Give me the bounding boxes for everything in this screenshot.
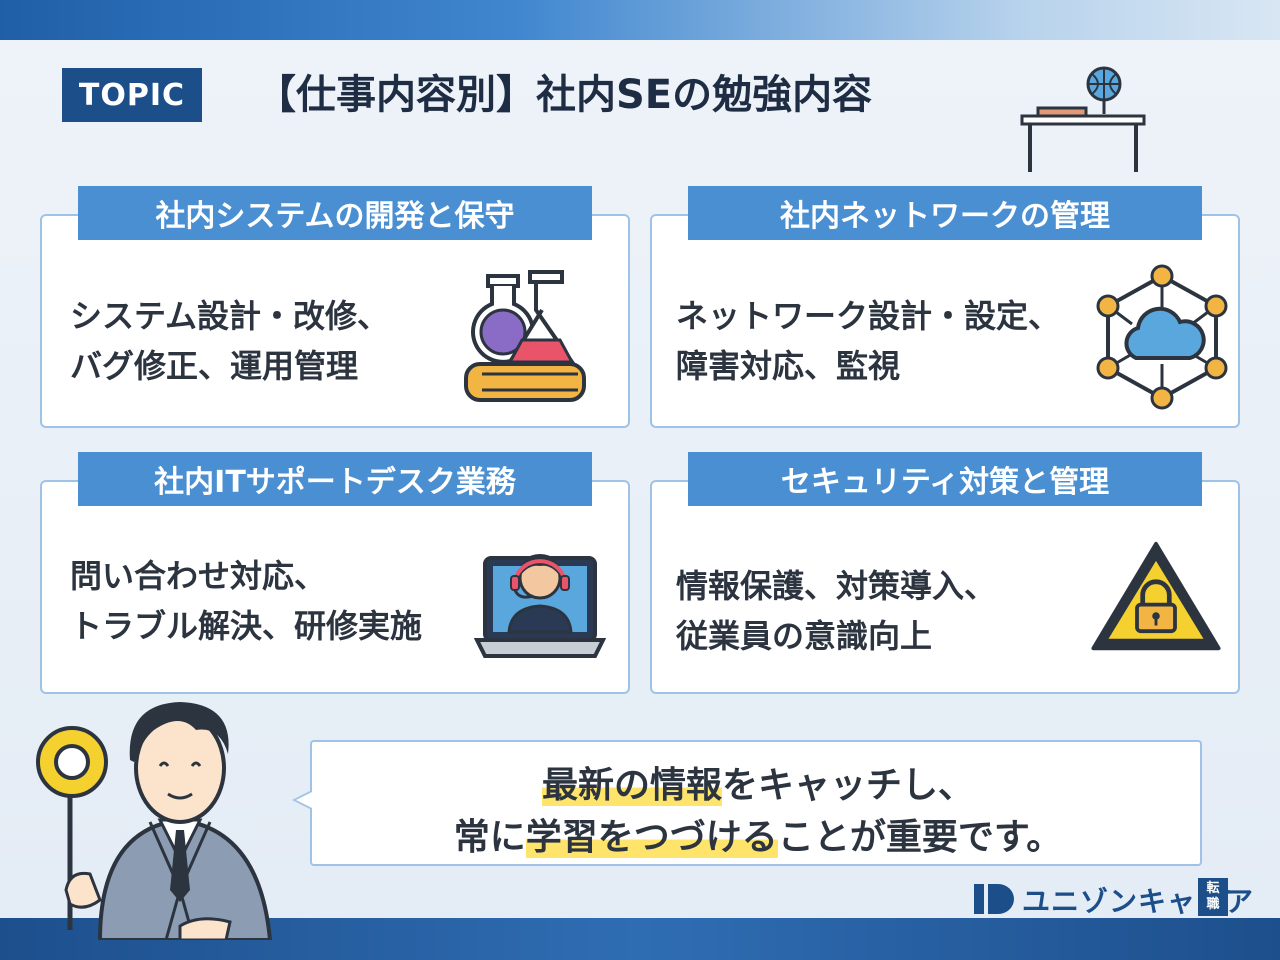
card-line: 従業員の意識向上 — [676, 617, 933, 655]
lab-flask-icon — [464, 270, 586, 402]
brand-logo-icon — [974, 884, 1014, 914]
businessman-illustration — [36, 702, 273, 940]
message-highlight: 学習をつづける — [525, 817, 778, 858]
warning-lock-icon — [1091, 541, 1221, 651]
topic-badge: TOPIC — [62, 68, 202, 122]
message-text: をキャッチし、 — [722, 765, 975, 806]
card-line: 問い合わせ対応、 — [70, 557, 327, 595]
card-line: システム設計・改修、 — [70, 297, 390, 335]
top-gradient-band — [0, 0, 1280, 40]
message-line-2: 常に学習をつづけることが重要です。 — [312, 808, 1204, 860]
brand-tag-bottom: 職 — [1206, 897, 1220, 912]
desk-globe-icon — [1020, 66, 1146, 172]
card-line: バグ修正、運用管理 — [70, 347, 359, 385]
message-highlight: 最新の情報 — [541, 765, 722, 806]
card-title: 社内ネットワークの管理 — [688, 186, 1202, 240]
message-line-1: 最新の情報をキャッチし、 — [312, 756, 1204, 808]
speech-tail-inner — [296, 792, 312, 808]
card-line: 情報保護、対策導入、 — [676, 567, 997, 605]
card-line: 障害対応、監視 — [676, 347, 901, 385]
card-line: ネットワーク設計・設定、 — [676, 297, 1061, 335]
brand-tag-top: 転 — [1206, 881, 1220, 896]
card-title: 社内システムの開発と保守 — [78, 186, 592, 240]
message-text: 常に — [453, 817, 526, 858]
brand-logo-tag: 転 職 — [1198, 878, 1228, 916]
card-title: 社内ITサポートデスク業務 — [78, 452, 592, 506]
speech-bubble: 最新の情報をキャッチし、 常に学習をつづけることが重要です。 — [310, 740, 1202, 866]
message-text: ことが重要です。 — [777, 817, 1063, 858]
card-title: セキュリティ対策と管理 — [688, 452, 1202, 506]
card-line: トラブル解決、研修実施 — [70, 607, 423, 645]
page-title: 【仕事内容別】社内SEの勉強内容 — [256, 72, 873, 118]
cloud-network-icon — [1096, 264, 1228, 410]
support-operator-icon — [474, 554, 606, 658]
